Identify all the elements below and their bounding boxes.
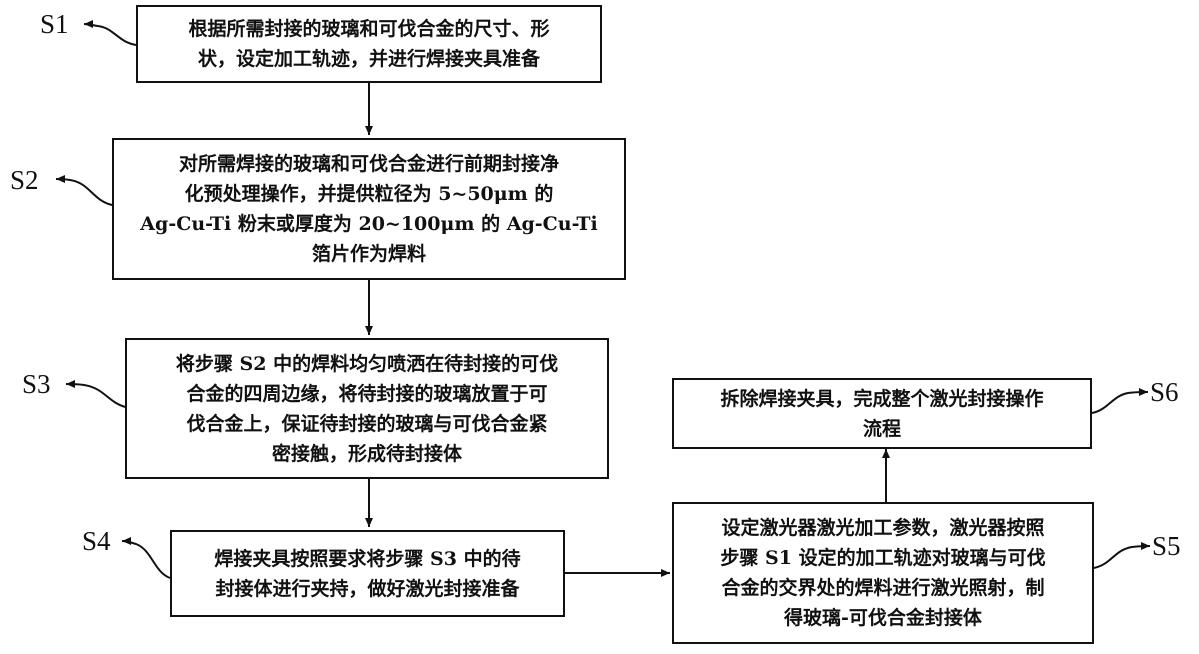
step-s3-line: 伐合金上，保证待封接的玻璃与可伐合金紧 — [186, 412, 548, 435]
step-label-s5: S5 — [1152, 531, 1181, 561]
step-box-s5: 设定激光器激光加工参数，激光器按照 步骤 S1 设定的加工轨迹对玻璃与可伐 合金… — [672, 502, 1094, 644]
leader-s1 — [83, 20, 137, 46]
step-label-s6: S6 — [1150, 377, 1179, 407]
leader-s6 — [1091, 388, 1149, 414]
step-label-s1: S1 — [40, 9, 69, 39]
step-s5-line: 步骤 S1 设定的加工轨迹对玻璃与可伐 — [720, 547, 1046, 569]
step-box-s2: 对所需焊接的玻璃和可伐合金进行前期封接净 化预处理操作，并提供粒径为 5~50μ… — [112, 138, 626, 280]
step-label-s4: S4 — [82, 526, 111, 556]
step-s4-line: 封接体进行夹持，做好激光封接准备 — [215, 577, 520, 600]
step-s5-line: 得玻璃-可伐合金封接体 — [784, 607, 982, 629]
step-box-s4: 焊接夹具按照要求将步骤 S3 中的待 封接体进行夹持，做好激光封接准备 — [170, 530, 565, 617]
step-s6-line: 拆除焊接夹具，完成整个激光封接操作 — [720, 387, 1044, 410]
leader-s2 — [55, 175, 113, 206]
step-label-s2: S2 — [10, 165, 39, 195]
step-s3-line: 将步骤 S2 中的焊料均匀喷洒在待封接的可伐 — [175, 352, 559, 375]
step-s2-line: 对所需焊接的玻璃和可伐合金进行前期封接净 — [178, 153, 559, 175]
step-s1-line: 状，设定加工轨迹，并进行焊接夹具准备 — [197, 48, 540, 70]
step-label-s3: S3 — [22, 369, 51, 399]
step-s3-line: 密接触，形成待封接体 — [271, 442, 462, 465]
step-box-s3: 将步骤 S2 中的焊料均匀喷洒在待封接的可伐 合金的四周边缘，将待封接的玻璃放置… — [125, 338, 609, 479]
step-s4-line: 焊接夹具按照要求将步骤 S3 中的待 — [214, 547, 521, 570]
leader-s5 — [1093, 542, 1151, 569]
step-s5-line: 设定激光器激光加工参数，激光器按照 — [721, 517, 1045, 539]
leader-s3 — [65, 380, 126, 408]
step-s2-line: 化预处理操作，并提供粒径为 5~50μm 的 — [184, 183, 554, 205]
step-s5-line: 合金的交界处的焊料进行激光照射，制 — [721, 577, 1045, 599]
step-box-s1: 根据所需封接的玻璃和可伐合金的尺寸、形 状，设定加工轨迹，并进行焊接夹具准备 — [136, 5, 602, 83]
step-s2-line: 箔片作为焊料 — [311, 243, 426, 265]
step-s2-line: Ag-Cu-Ti 粉末或厚度为 20~100μm 的 Ag-Cu-Ti — [140, 213, 598, 235]
step-s1-line: 根据所需封接的玻璃和可伐合金的尺寸、形 — [188, 18, 550, 40]
step-s3-line: 合金的四周边缘，将待封接的玻璃放置于可 — [186, 382, 548, 405]
step-box-s6: 拆除焊接夹具，完成整个激光封接操作 流程 — [672, 378, 1092, 449]
step-s6-line: 流程 — [862, 417, 901, 440]
leader-s4 — [121, 537, 171, 579]
